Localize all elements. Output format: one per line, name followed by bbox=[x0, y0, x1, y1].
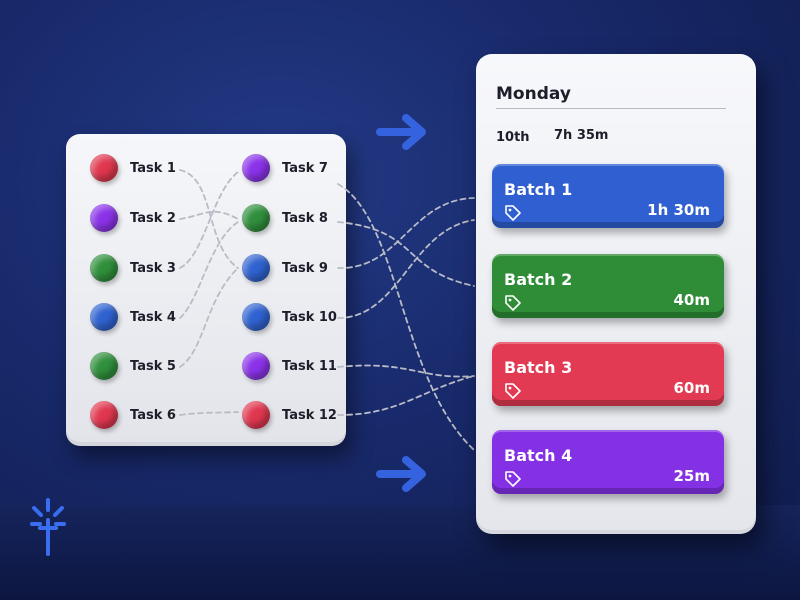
task-label: Task 10 bbox=[282, 309, 337, 325]
task-label: Task 2 bbox=[130, 210, 176, 226]
task-dot bbox=[90, 352, 118, 380]
task-dot bbox=[242, 352, 270, 380]
batch-name: Batch 1 bbox=[504, 180, 573, 199]
task-label: Task 11 bbox=[282, 358, 337, 374]
task-label: Task 6 bbox=[130, 407, 176, 423]
batch-card[interactable]: Batch 3 60m bbox=[492, 342, 724, 406]
batch-name: Batch 2 bbox=[504, 270, 573, 289]
task-label: Task 12 bbox=[282, 407, 337, 423]
connector-line bbox=[337, 183, 475, 451]
task-item[interactable]: Task 7 bbox=[242, 154, 328, 182]
schedule-day: Monday bbox=[496, 84, 571, 104]
task-item[interactable]: Task 8 bbox=[242, 204, 328, 232]
task-item[interactable]: Task 4 bbox=[90, 303, 176, 331]
divider bbox=[496, 108, 726, 109]
tag-icon bbox=[505, 205, 521, 221]
connector-line bbox=[337, 197, 475, 269]
connector-line bbox=[337, 219, 475, 319]
task-item[interactable]: Task 12 bbox=[242, 401, 337, 429]
arrow-right-icon bbox=[376, 456, 426, 492]
task-dot bbox=[242, 254, 270, 282]
batch-card[interactable]: Batch 4 25m bbox=[492, 430, 724, 494]
schedule-total-time: 7h 35m bbox=[554, 128, 609, 143]
connector-line bbox=[337, 364, 475, 378]
task-dot bbox=[90, 154, 118, 182]
task-dot bbox=[242, 154, 270, 182]
task-item[interactable]: Task 9 bbox=[242, 254, 328, 282]
arrow-right-icon bbox=[376, 114, 426, 150]
task-dot bbox=[90, 254, 118, 282]
task-dot bbox=[242, 204, 270, 232]
task-item[interactable]: Task 2 bbox=[90, 204, 176, 232]
task-dot bbox=[90, 204, 118, 232]
task-label: Task 4 bbox=[130, 309, 176, 325]
task-dot bbox=[90, 303, 118, 331]
connector-line bbox=[337, 221, 475, 287]
task-label: Task 9 bbox=[282, 260, 328, 276]
task-item[interactable]: Task 1 bbox=[90, 154, 176, 182]
batch-duration: 25m bbox=[673, 467, 710, 485]
tag-icon bbox=[505, 471, 521, 487]
task-label: Task 1 bbox=[130, 160, 176, 176]
connector-line bbox=[337, 375, 475, 416]
schedule-date: 10th bbox=[496, 130, 530, 145]
tag-icon bbox=[505, 295, 521, 311]
batch-card[interactable]: Batch 1 1h 30m bbox=[492, 164, 724, 228]
batch-duration: 60m bbox=[673, 379, 710, 397]
task-label: Task 3 bbox=[130, 260, 176, 276]
task-item[interactable]: Task 5 bbox=[90, 352, 176, 380]
tag-icon bbox=[505, 383, 521, 399]
batch-name: Batch 4 bbox=[504, 446, 573, 465]
task-item[interactable]: Task 10 bbox=[242, 303, 337, 331]
batch-duration: 40m bbox=[673, 291, 710, 309]
batch-card[interactable]: Batch 2 40m bbox=[492, 254, 724, 318]
task-board: Task 1 Task 2 Task 3 Task 4 Task 5 Task … bbox=[66, 134, 346, 446]
task-label: Task 5 bbox=[130, 358, 176, 374]
task-dot bbox=[242, 303, 270, 331]
task-label: Task 7 bbox=[282, 160, 328, 176]
sparkle-logo-icon bbox=[30, 498, 66, 556]
schedule-card: Monday 10th 7h 35m Batch 1 1h 30m Batch … bbox=[476, 54, 756, 534]
task-item[interactable]: Task 3 bbox=[90, 254, 176, 282]
task-dot bbox=[90, 401, 118, 429]
batch-duration: 1h 30m bbox=[647, 201, 710, 219]
batch-name: Batch 3 bbox=[504, 358, 573, 377]
task-item[interactable]: Task 6 bbox=[90, 401, 176, 429]
task-item[interactable]: Task 11 bbox=[242, 352, 337, 380]
task-dot bbox=[242, 401, 270, 429]
task-label: Task 8 bbox=[282, 210, 328, 226]
